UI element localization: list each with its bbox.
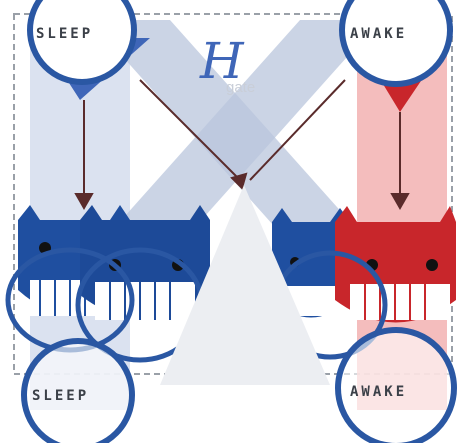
top-left-label: SLEEP [36, 26, 93, 42]
awake-monster [335, 206, 456, 323]
top-right-label: AWAKE [350, 26, 407, 42]
top-right-state-ring [342, 0, 450, 84]
bottom-left-label: SLEEP [32, 388, 89, 404]
gate-subscript: gate [226, 79, 255, 96]
bottom-right-label: AWAKE [350, 384, 407, 400]
